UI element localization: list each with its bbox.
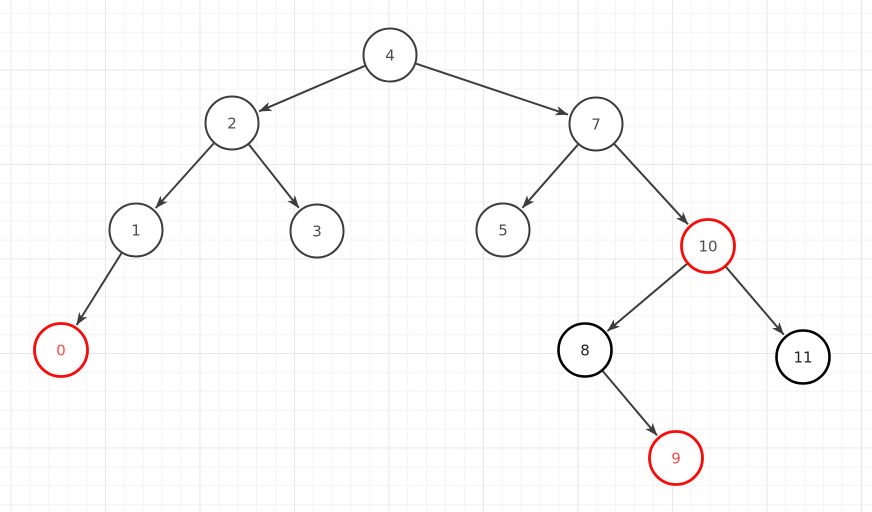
tree-node-2[interactable]: 2 — [204, 95, 260, 151]
edge-10-to-8[interactable] — [606, 263, 688, 332]
edge-7-to-10[interactable] — [613, 143, 689, 225]
tree-node-5[interactable]: 5 — [475, 202, 531, 258]
tree-node-4[interactable]: 4 — [362, 27, 418, 83]
node-circle-0[interactable] — [33, 322, 89, 378]
tree-node-0[interactable]: 0 — [33, 322, 89, 378]
tree-node-10[interactable]: 10 — [680, 218, 736, 274]
edge-1-to-0[interactable] — [75, 252, 123, 326]
node-circle-11[interactable] — [775, 329, 831, 385]
edge-7-to-5[interactable] — [521, 144, 579, 209]
tree-node-9[interactable]: 9 — [648, 430, 704, 486]
tree-node-8[interactable]: 8 — [557, 322, 613, 378]
node-circle-4[interactable] — [362, 27, 418, 83]
edge-4-to-7[interactable] — [415, 62, 569, 116]
node-circle-10[interactable] — [680, 218, 736, 274]
node-circle-9[interactable] — [648, 430, 704, 486]
edge-10-to-11[interactable] — [725, 266, 785, 336]
edge-8-to-9[interactable] — [601, 370, 658, 437]
edge-4-to-2[interactable] — [258, 64, 366, 113]
tree-node-11[interactable]: 11 — [775, 329, 831, 385]
node-circle-3[interactable] — [289, 203, 345, 259]
edges-layer — [75, 62, 785, 437]
node-circle-5[interactable] — [475, 202, 531, 258]
node-circle-7[interactable] — [568, 96, 624, 152]
tree-node-7[interactable]: 7 — [568, 96, 624, 152]
tree-node-1[interactable]: 1 — [108, 202, 164, 258]
node-circle-1[interactable] — [108, 202, 164, 258]
node-circle-8[interactable] — [557, 322, 613, 378]
edge-2-to-1[interactable] — [154, 142, 215, 209]
nodes-layer: 4 2 7 1 3 5 10 0 8 11 9 — [33, 27, 831, 486]
node-circle-2[interactable] — [204, 95, 260, 151]
edge-2-to-3[interactable] — [248, 143, 300, 209]
tree-node-3[interactable]: 3 — [289, 203, 345, 259]
